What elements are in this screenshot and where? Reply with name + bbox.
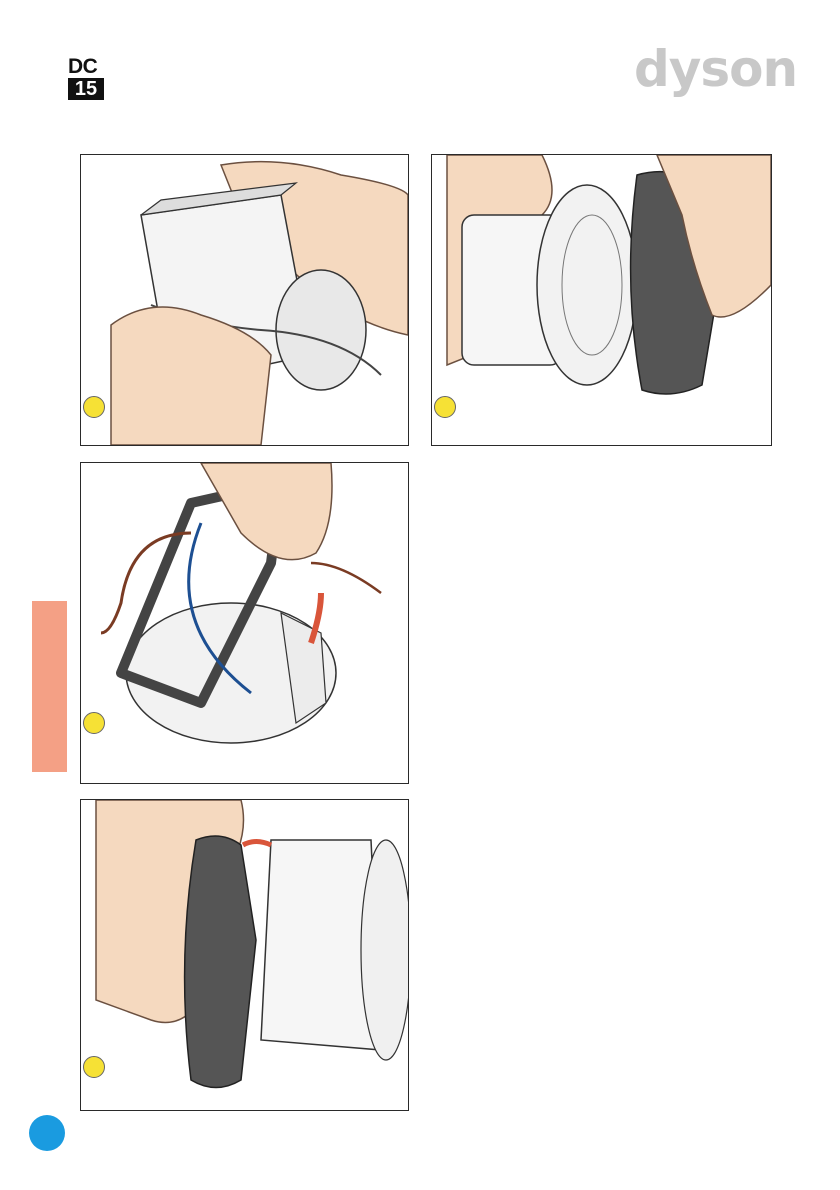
hand-shape: [201, 463, 332, 560]
model-badge: DC 15: [68, 56, 104, 100]
brand-logo: dyson: [634, 40, 797, 98]
motor-end-disc: [361, 840, 408, 1060]
step-illustration-3: [81, 463, 408, 783]
step-illustration-2: [432, 155, 771, 445]
step-marker-2: [434, 396, 456, 418]
step-panel-2: [431, 154, 772, 446]
remove-arrow: [243, 842, 271, 846]
step-illustration-4: [81, 800, 408, 1110]
step-panel-3: [80, 462, 409, 784]
fan-wheel: [276, 270, 366, 390]
wire-loose: [311, 563, 381, 593]
step-marker-1: [83, 396, 105, 418]
step-marker-4: [83, 1056, 105, 1078]
model-badge-letters: DC: [68, 56, 104, 78]
model-badge-number: 15: [68, 78, 104, 100]
step-marker-3: [83, 712, 105, 734]
section-tab: [32, 601, 67, 772]
page-marker: [29, 1115, 65, 1151]
step-panel-1: [80, 154, 409, 446]
step-illustration-1: [81, 155, 408, 445]
step-panel-4: [80, 799, 409, 1111]
end-cap: [185, 836, 256, 1088]
